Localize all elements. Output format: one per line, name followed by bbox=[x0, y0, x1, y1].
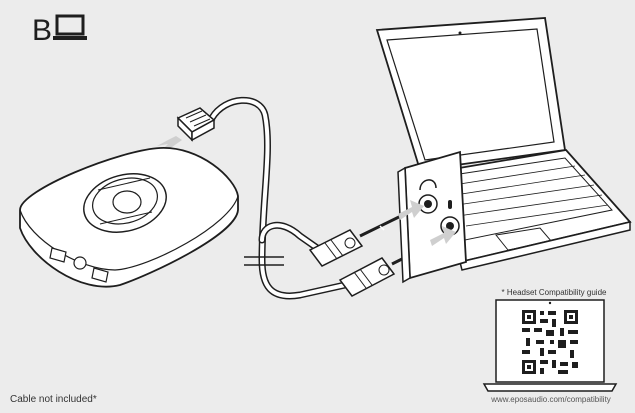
compatibility-guide-title: * Headset Compatibility guide bbox=[501, 288, 607, 297]
cable-note: Cable not included* bbox=[10, 394, 97, 405]
jack-panel bbox=[397, 150, 467, 284]
rj-connector bbox=[176, 107, 216, 142]
laptop-qr-icon bbox=[482, 299, 618, 392]
compatibility-url[interactable]: www.eposaudio.com/compatibility bbox=[491, 395, 611, 404]
adapter-box bbox=[19, 147, 239, 288]
main-cable bbox=[208, 96, 349, 300]
plug-in-arrow bbox=[430, 226, 456, 246]
laptop-icon bbox=[53, 14, 87, 40]
qr-code bbox=[521, 309, 579, 375]
plug-in-arrow bbox=[157, 136, 182, 152]
section-letter: B bbox=[32, 14, 53, 47]
plug-in-arrow bbox=[398, 200, 424, 220]
microphone-plug bbox=[338, 242, 433, 297]
headphone-plug bbox=[308, 212, 406, 267]
